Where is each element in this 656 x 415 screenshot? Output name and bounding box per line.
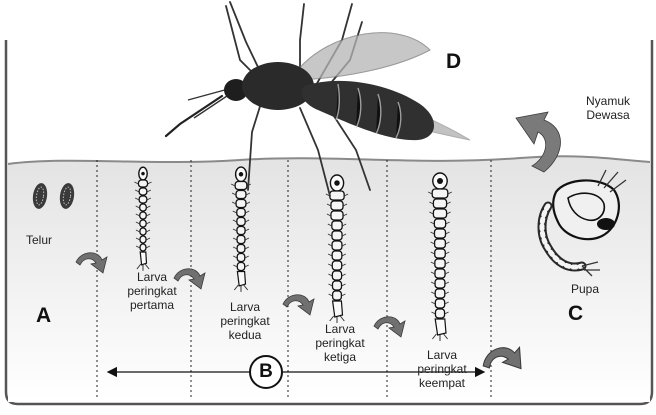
stage-c-label: C [568, 302, 583, 326]
larva-first-label: Larva peringkat pertama [112, 270, 192, 312]
stage-d-label: D [446, 50, 461, 74]
adult-mosquito-label: Nyamuk Dewasa [568, 94, 648, 122]
stage-a-label: A [36, 304, 51, 328]
larva-second-label: Larva peringkat kedua [205, 300, 285, 342]
egg-label: Telur [14, 233, 64, 247]
larva-third-label: Larva peringkat ketiga [300, 322, 380, 364]
larva-fourth-label: Larva peringkat keempat [402, 348, 482, 390]
pupa-label: Pupa [555, 282, 615, 296]
stage-b-label: B [249, 355, 283, 389]
